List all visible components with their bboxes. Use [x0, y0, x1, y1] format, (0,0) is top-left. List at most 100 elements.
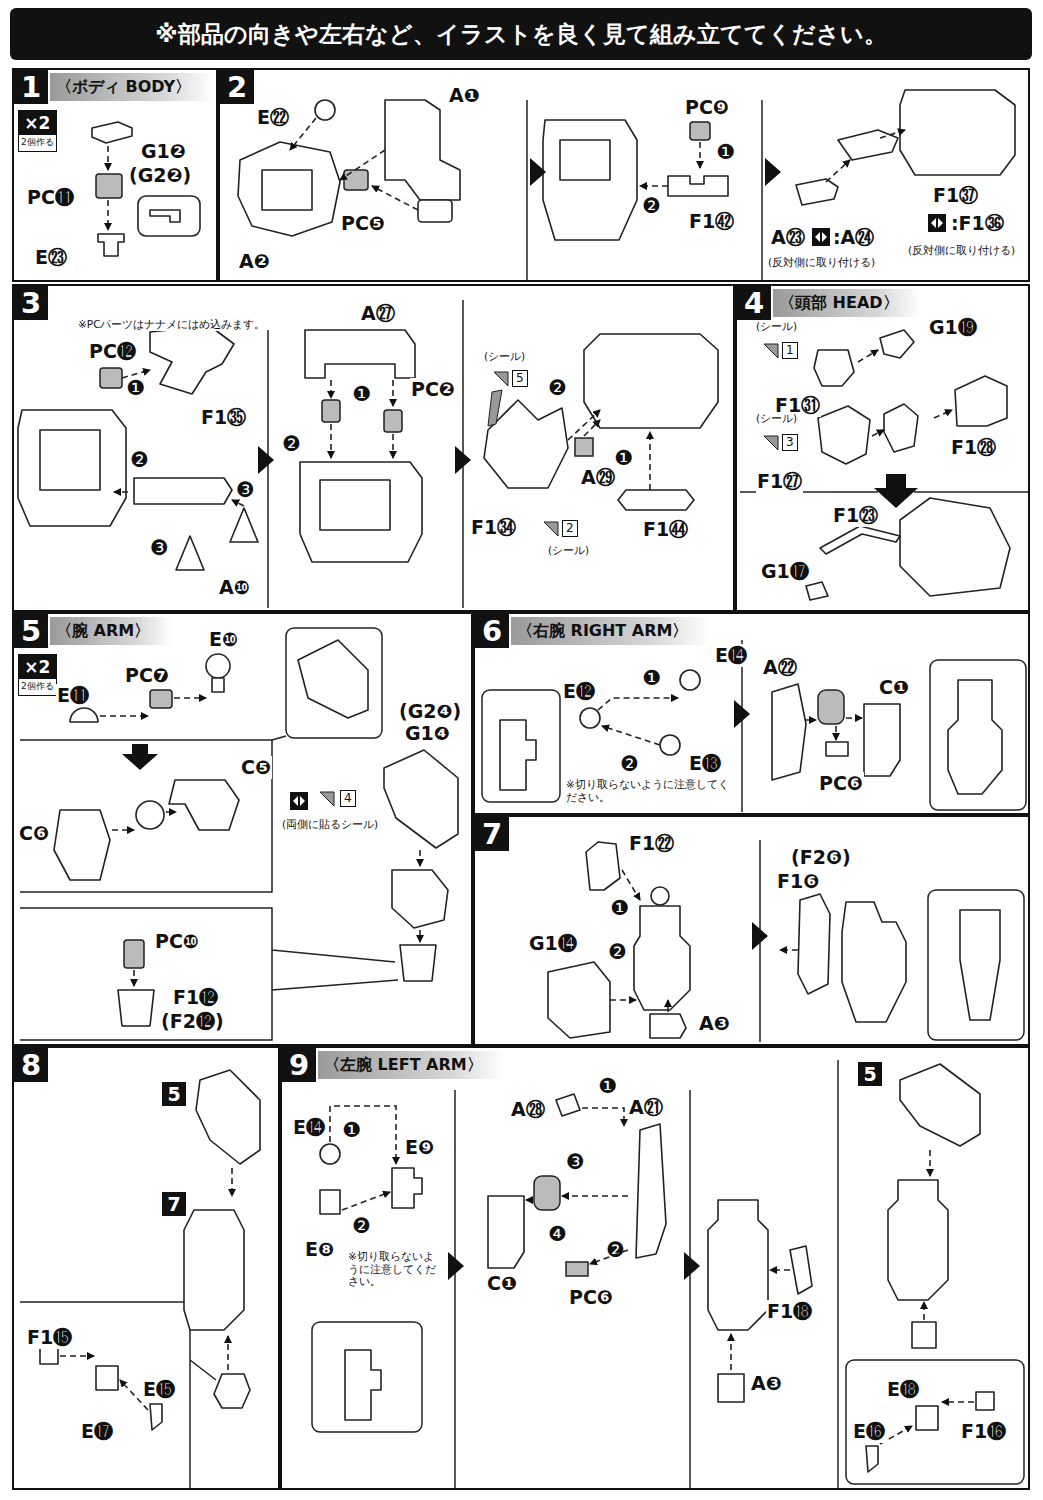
panel-divider — [20, 100, 1028, 1490]
step-order-number: ❶ — [598, 1074, 617, 1099]
part-callout: E❿ — [208, 628, 239, 651]
step-title: 〈左腕 LEFT ARM〉 — [318, 1051, 505, 1079]
part-callout: E⓰ — [852, 1420, 886, 1443]
part-callout: (F2⓬) — [160, 1010, 225, 1033]
title-band — [10, 8, 1032, 60]
step-order-number: ❹ — [548, 1222, 567, 1247]
step-order-number: ❷ — [282, 432, 301, 457]
part-callout: :A㉔ — [832, 226, 875, 249]
part-callout: A㉗ — [360, 302, 396, 325]
part-callout: PC❻ — [568, 1286, 614, 1309]
step-order-number: ❸ — [150, 536, 169, 561]
part-callout: F1㉟ — [200, 406, 247, 429]
title-text: ※部品の向きや左右など、イラストを良く見て組み立ててください。 — [155, 19, 886, 50]
part-callout: F1㉒ — [628, 832, 675, 855]
reference-step: 7 — [162, 1192, 186, 1216]
part-callout: C❺ — [240, 756, 272, 779]
part-callout: F1❻ — [776, 870, 820, 893]
quantity-count: ×2 — [19, 655, 56, 679]
part-callout: A㉘ — [510, 1098, 546, 1121]
reference-step: 5 — [858, 1062, 882, 1086]
part-callout: PC⓫ — [26, 186, 75, 209]
part-callout: PC❺ — [340, 212, 386, 235]
part-callout: G1❷ — [140, 140, 187, 163]
step-number: 5 — [14, 614, 48, 648]
step-number: 8 — [14, 1048, 48, 1082]
step-order-number: ❸ — [566, 1150, 585, 1175]
part-callout: E⓫ — [56, 684, 90, 707]
note-text: (シール) — [756, 412, 797, 425]
quantity-note: 2個作る — [19, 135, 56, 149]
step-order-number: ❶ — [610, 896, 629, 921]
quantity-note: 2個作る — [19, 679, 56, 693]
part-callout: F1㉘ — [950, 436, 997, 459]
step-order-number: ❶ — [614, 446, 633, 471]
sticker-number: 4 — [340, 790, 356, 807]
note-text: (反対側に取り付ける) — [908, 244, 1015, 257]
assembly-guide — [60, 118, 974, 1444]
part-callout: E⓬ — [562, 680, 596, 703]
part-callout: E⓯ — [142, 1378, 176, 1401]
part-callout: F1⓲ — [766, 1300, 813, 1323]
part-callout: F1⓰ — [960, 1420, 1007, 1443]
part-callout: PC❻ — [818, 772, 864, 795]
part-callout: PC⓬ — [88, 340, 137, 363]
part-callout: A❿ — [218, 576, 251, 599]
step-number: 4 — [737, 286, 771, 320]
part-callout: A㉒ — [762, 656, 798, 679]
title-bar: ※部品の向きや左右など、イラストを良く見て組み立ててください。 — [10, 8, 1032, 60]
poly-cap — [96, 122, 844, 1276]
part-callout: PC❷ — [410, 378, 456, 401]
step-order-number: ❶ — [716, 140, 735, 165]
part-callout: E⓭ — [688, 752, 722, 775]
part-callout: F1㊷ — [688, 210, 735, 233]
part-callout: A❷ — [238, 250, 271, 273]
step-number: 7 — [475, 817, 509, 851]
note-text: (シール) — [756, 320, 797, 333]
step-title: 〈右腕 RIGHT ARM〉 — [511, 617, 710, 645]
part-callout: F1㉞ — [470, 516, 517, 539]
step-order-number: ❷ — [620, 752, 639, 777]
step-order-number: ❷ — [606, 1238, 625, 1263]
part-callout: (F2❻) — [790, 846, 852, 869]
part-callout: F1⓬ — [172, 986, 219, 1009]
step-order-number: ❶ — [352, 382, 371, 407]
step-order-number: ❶ — [342, 1118, 361, 1143]
step-order-number: ❷ — [642, 194, 661, 219]
part-callout: E㉓ — [34, 246, 68, 269]
step-number: 6 — [475, 614, 509, 648]
note-text: (反対側に取り付ける) — [768, 256, 875, 269]
part-callout: F1㊹ — [642, 518, 689, 541]
part-callout: C❻ — [18, 822, 50, 845]
part-callout: :F1㊱ — [950, 212, 1005, 235]
sticker-number: 1 — [782, 342, 798, 359]
step-order-number: ❸ — [236, 478, 255, 503]
part-outline — [18, 90, 1015, 1472]
step-order-number: ❶ — [642, 666, 661, 691]
part-callout: A❸ — [698, 1012, 731, 1035]
part-callout: C❶ — [878, 676, 910, 699]
sticker-icon — [320, 344, 778, 806]
quantity-count: ×2 — [19, 111, 56, 135]
note-text: (シール) — [484, 350, 525, 363]
quantity-badge: ×22個作る — [18, 110, 57, 152]
part-callout: E⓱ — [80, 1420, 114, 1443]
step-panel: 5〈腕 ARM〉×22個作る — [12, 612, 473, 1046]
part-callout: A㉙ — [580, 466, 616, 489]
step-order-number: ❷ — [608, 940, 627, 965]
step-order-number: ❷ — [352, 1214, 371, 1239]
part-callout: A❶ — [448, 84, 481, 107]
part-callout: G1⓳ — [928, 316, 978, 339]
note-text: ※切り取らないように注意してください。 — [348, 1250, 444, 1288]
sticker-number: 3 — [782, 434, 798, 451]
part-callout: E⓮ — [714, 644, 748, 667]
step-order-number: ❶ — [126, 376, 145, 401]
note-text: ※PCパーツはナナメにはめ込みます。 — [78, 318, 265, 331]
part-callout: F1㉗ — [756, 470, 803, 493]
step-number: 2 — [220, 70, 254, 104]
step-title: 〈ボディ BODY〉 — [50, 73, 213, 101]
step-order-number: ❷ — [548, 376, 567, 401]
